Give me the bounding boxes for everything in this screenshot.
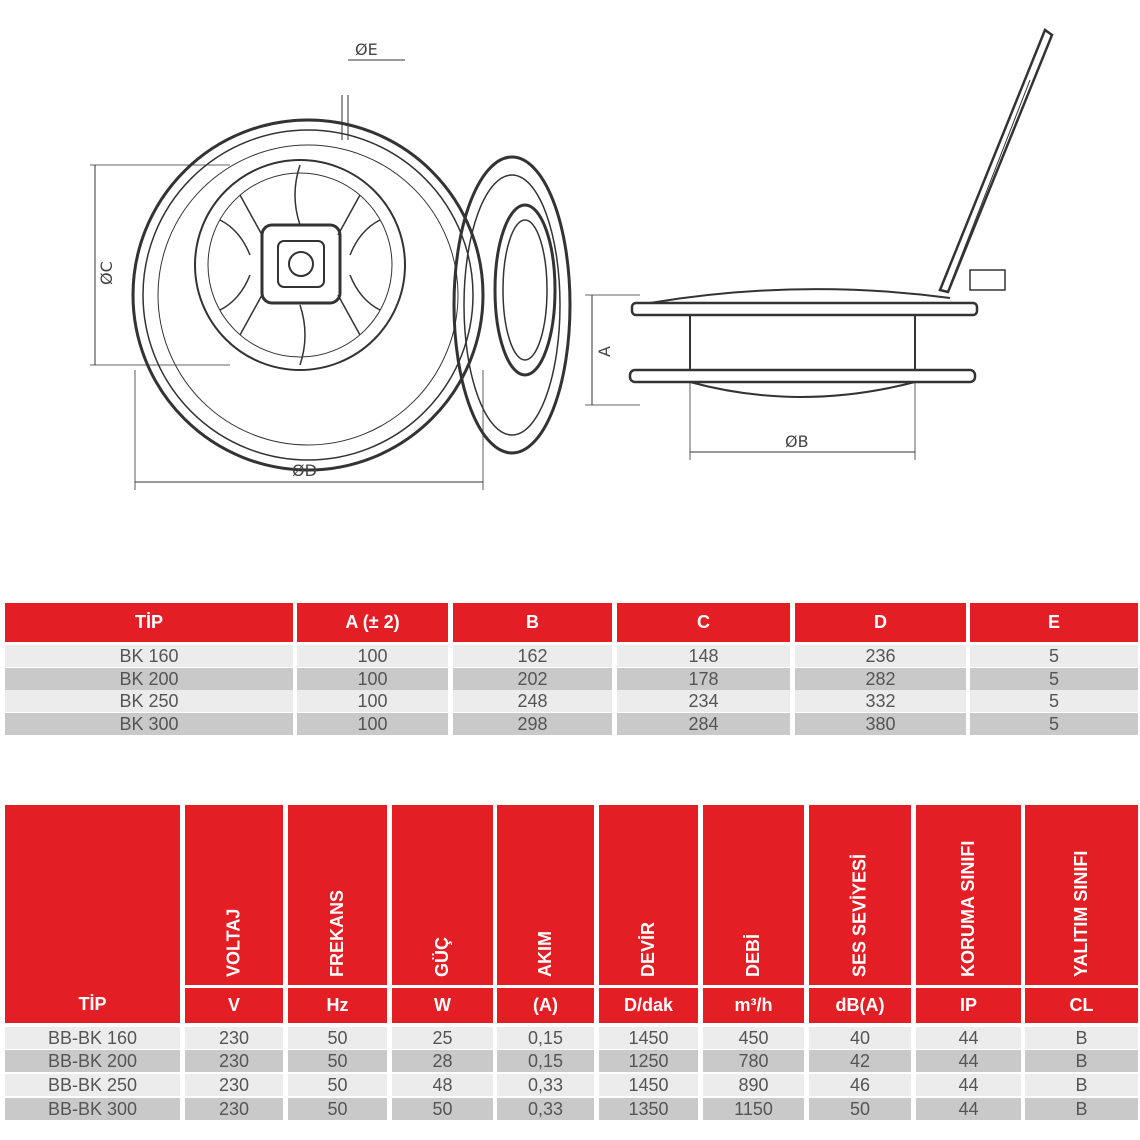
table-cell: 148 <box>617 645 790 667</box>
table-cell: 1350 <box>599 1098 698 1120</box>
table-cell: 50 <box>288 1098 387 1120</box>
unit-header: Hz <box>288 988 387 1023</box>
table-cell: 284 <box>617 713 790 735</box>
table-cell: 100 <box>297 713 448 735</box>
table-cell: 248 <box>453 690 612 712</box>
table-cell: 50 <box>288 1027 387 1049</box>
table-cell: 230 <box>185 1074 283 1096</box>
dim-label-c: ØC <box>97 261 116 285</box>
row-type-cell: BB-BK 160 <box>5 1027 180 1049</box>
tip-header: TİP <box>5 805 180 1023</box>
unit-header: CL <box>1025 988 1138 1023</box>
table-cell: 780 <box>703 1050 804 1072</box>
column-header: DEBİ <box>703 805 804 985</box>
row-type-cell: BK 250 <box>5 690 293 712</box>
column-header: E <box>970 603 1138 642</box>
table-cell: 202 <box>453 668 612 690</box>
front-view <box>90 59 572 490</box>
column-header: TİP <box>5 603 293 642</box>
dim-label-b: ØB <box>785 432 809 451</box>
table-cell: 28 <box>392 1050 493 1072</box>
table-cell: 380 <box>795 713 966 735</box>
row-type-cell: BB-BK 250 <box>5 1074 180 1096</box>
column-header: GÜÇ <box>392 805 493 985</box>
table-cell: 0,15 <box>497 1050 594 1072</box>
unit-header: m³/h <box>703 988 804 1023</box>
unit-header: dB(A) <box>809 988 911 1023</box>
column-header: D <box>795 603 966 642</box>
table-cell: 42 <box>809 1050 911 1072</box>
table-cell: 890 <box>703 1074 804 1096</box>
table-cell: 1450 <box>599 1027 698 1049</box>
unit-header: V <box>185 988 283 1023</box>
table-cell: 50 <box>288 1050 387 1072</box>
column-header: B <box>453 603 612 642</box>
column-header: KORUMA SINIFI <box>916 805 1021 985</box>
table-cell: 44 <box>916 1098 1021 1120</box>
table-cell: 0,33 <box>497 1098 594 1120</box>
table-cell: 46 <box>809 1074 911 1096</box>
dim-label-d: ØD <box>292 461 317 480</box>
unit-header: (A) <box>497 988 594 1023</box>
unit-header: D/dak <box>599 988 698 1023</box>
table-cell: 236 <box>795 645 966 667</box>
row-type-cell: BB-BK 300 <box>5 1098 180 1120</box>
row-type-cell: BK 200 <box>5 668 293 690</box>
column-header: C <box>617 603 790 642</box>
table-cell: 1250 <box>599 1050 698 1072</box>
unit-header: W <box>392 988 493 1023</box>
column-header: FREKANS <box>288 805 387 985</box>
table-cell: 44 <box>916 1074 1021 1096</box>
table-cell: 100 <box>297 645 448 667</box>
dim-label-e: ØE <box>355 40 378 59</box>
column-header: A (± 2) <box>297 603 448 642</box>
row-type-cell: BK 160 <box>5 645 293 667</box>
table-cell: 50 <box>288 1074 387 1096</box>
row-type-cell: BK 300 <box>5 713 293 735</box>
table-cell: 298 <box>453 713 612 735</box>
table-cell: 25 <box>392 1027 493 1049</box>
table-cell: 230 <box>185 1027 283 1049</box>
table-cell: 450 <box>703 1027 804 1049</box>
table-cell: B <box>1025 1027 1138 1049</box>
table-cell: B <box>1025 1098 1138 1120</box>
table-cell: 332 <box>795 690 966 712</box>
table-cell: 5 <box>970 668 1138 690</box>
table-cell: 5 <box>970 645 1138 667</box>
table-cell: 50 <box>392 1098 493 1120</box>
column-header: SES SEVİYESİ <box>809 805 911 985</box>
column-header: AKIM <box>497 805 594 985</box>
table-cell: 44 <box>916 1050 1021 1072</box>
dim-label-a: A <box>595 346 614 357</box>
table-cell: 162 <box>453 645 612 667</box>
column-header: YALITIM SINIFI <box>1025 805 1138 985</box>
table-cell: 5 <box>970 713 1138 735</box>
table-cell: 44 <box>916 1027 1021 1049</box>
table-cell: 40 <box>809 1027 911 1049</box>
table-cell: B <box>1025 1074 1138 1096</box>
table-cell: 178 <box>617 668 790 690</box>
table-cell: 0,33 <box>497 1074 594 1096</box>
table-cell: 5 <box>970 690 1138 712</box>
column-header: DEVİR <box>599 805 698 985</box>
table-cell: 234 <box>617 690 790 712</box>
table-cell: 1150 <box>703 1098 804 1120</box>
column-header: VOLTAJ <box>185 805 283 985</box>
unit-header: IP <box>916 988 1021 1023</box>
row-type-cell: BB-BK 200 <box>5 1050 180 1072</box>
side-view <box>585 28 1054 460</box>
table-cell: 100 <box>297 668 448 690</box>
table-cell: 230 <box>185 1050 283 1072</box>
table-cell: B <box>1025 1050 1138 1072</box>
table-cell: 100 <box>297 690 448 712</box>
technical-drawing: ØE ØC ØD A ØB <box>90 28 1054 490</box>
table-cell: 48 <box>392 1074 493 1096</box>
table-cell: 0,15 <box>497 1027 594 1049</box>
table-cell: 1450 <box>599 1074 698 1096</box>
table-cell: 50 <box>809 1098 911 1120</box>
table-cell: 282 <box>795 668 966 690</box>
table-cell: 230 <box>185 1098 283 1120</box>
